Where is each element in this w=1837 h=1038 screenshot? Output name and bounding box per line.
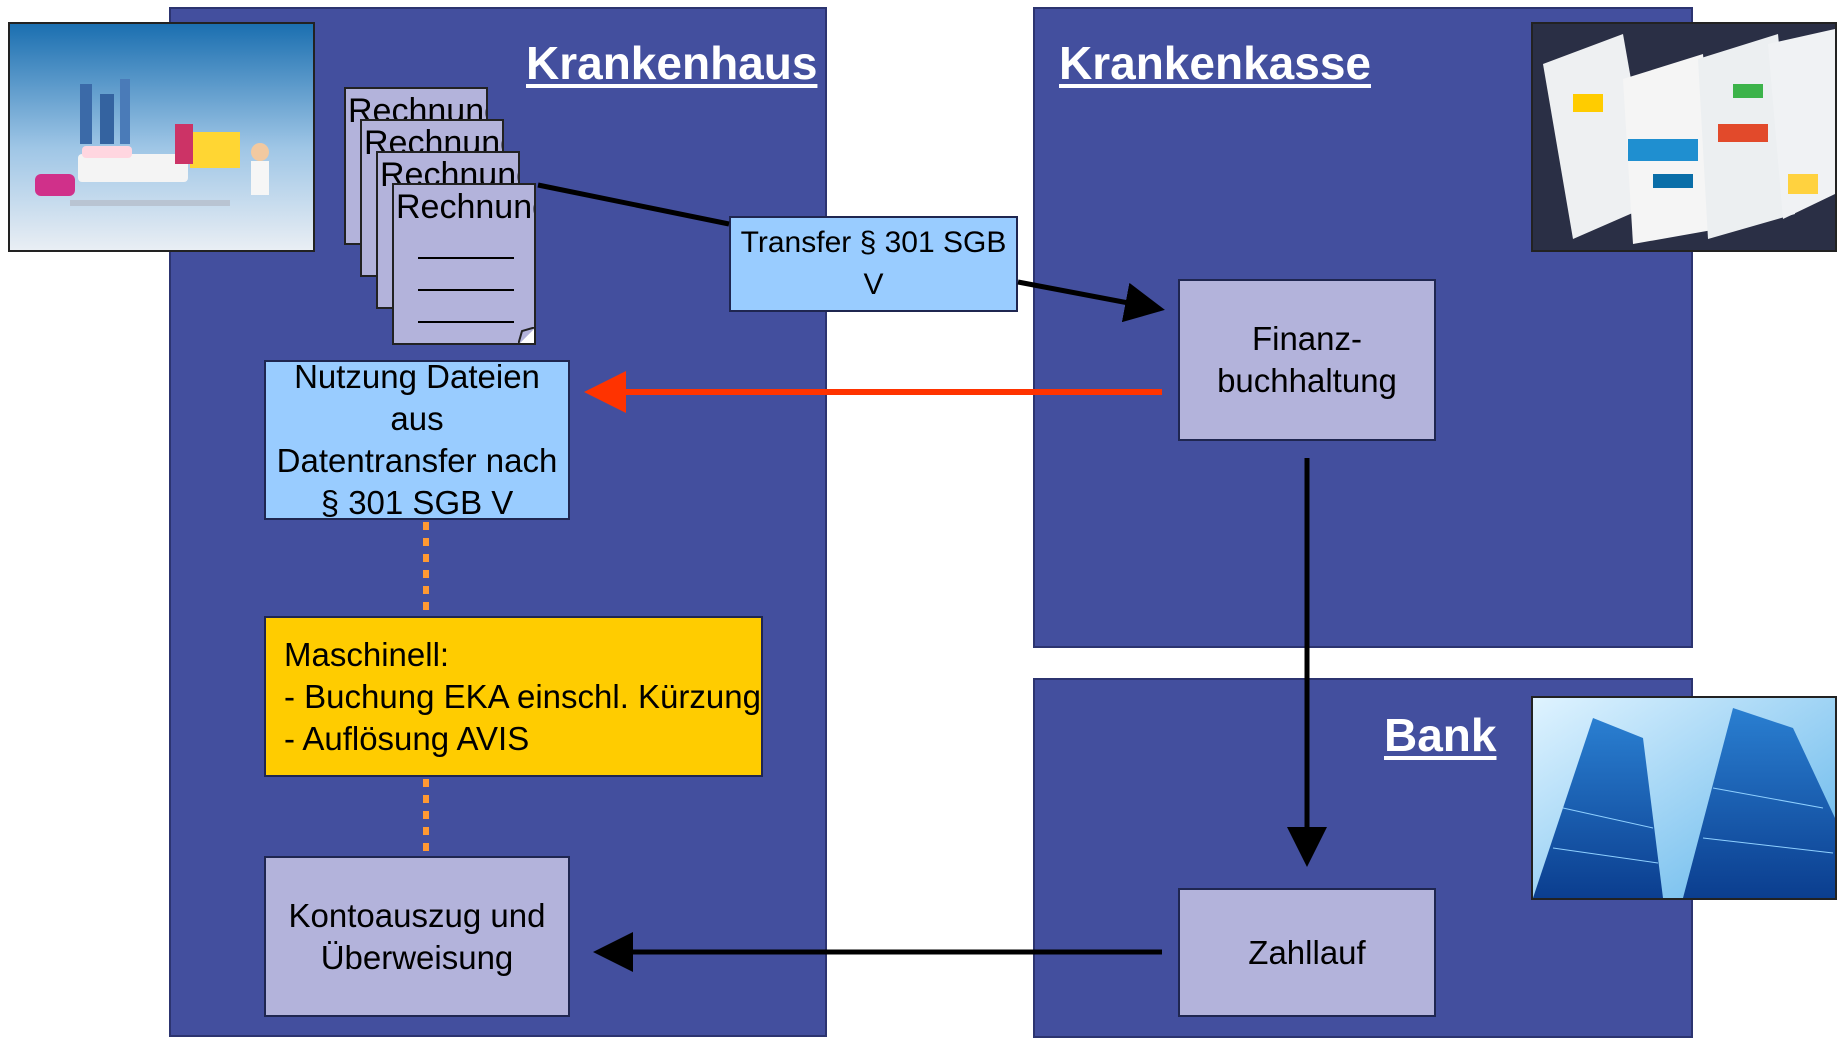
- invoice-line: [418, 257, 514, 259]
- nutzung-dateien-box: Nutzung Dateien aus Datentransfer nach §…: [264, 358, 570, 521]
- maschinell-box: Maschinell: - Buchung EKA einschl. Kürzu…: [264, 616, 763, 777]
- insurance-cards-photo: [1531, 22, 1837, 252]
- bank-title: Bank: [1384, 709, 1497, 761]
- bank-towers-photo: [1531, 696, 1837, 900]
- invoice-line: [418, 321, 514, 323]
- kontoauszug-box: Kontoauszug und Überweisung: [264, 856, 570, 1017]
- finanzbuchhaltung-box: Finanz- buchhaltung: [1178, 279, 1436, 441]
- folded-corner-icon: [518, 327, 534, 343]
- invoice-label: Rechnung: [396, 188, 536, 226]
- invoice-document-4: Rechnung: [392, 183, 536, 345]
- finanzbuchhaltung-label: Finanz- buchhaltung: [1217, 320, 1397, 399]
- maschinell-label: Maschinell: - Buchung EKA einschl. Kürzu…: [284, 635, 761, 757]
- invoice-to-transfer-line: [537, 182, 730, 227]
- hospital-photo: [8, 22, 315, 252]
- transfer-label: Transfer § 301 SGB V: [740, 226, 1007, 301]
- krankenkasse-title: Krankenkasse: [1059, 37, 1371, 89]
- zahllauf-label: Zahllauf: [1248, 933, 1366, 971]
- nutzung-dateien-label: Nutzung Dateien aus Datentransfer nach §…: [276, 358, 558, 521]
- zahllauf-box: Zahllauf: [1178, 888, 1436, 1017]
- kontoauszug-label: Kontoauszug und Überweisung: [288, 896, 546, 976]
- invoice-line: [418, 289, 514, 291]
- transfer-box: Transfer § 301 SGB V: [729, 216, 1018, 312]
- transfer-to-finanz-arrow: [1017, 279, 1165, 323]
- krankenhaus-title: Krankenhaus: [526, 37, 818, 89]
